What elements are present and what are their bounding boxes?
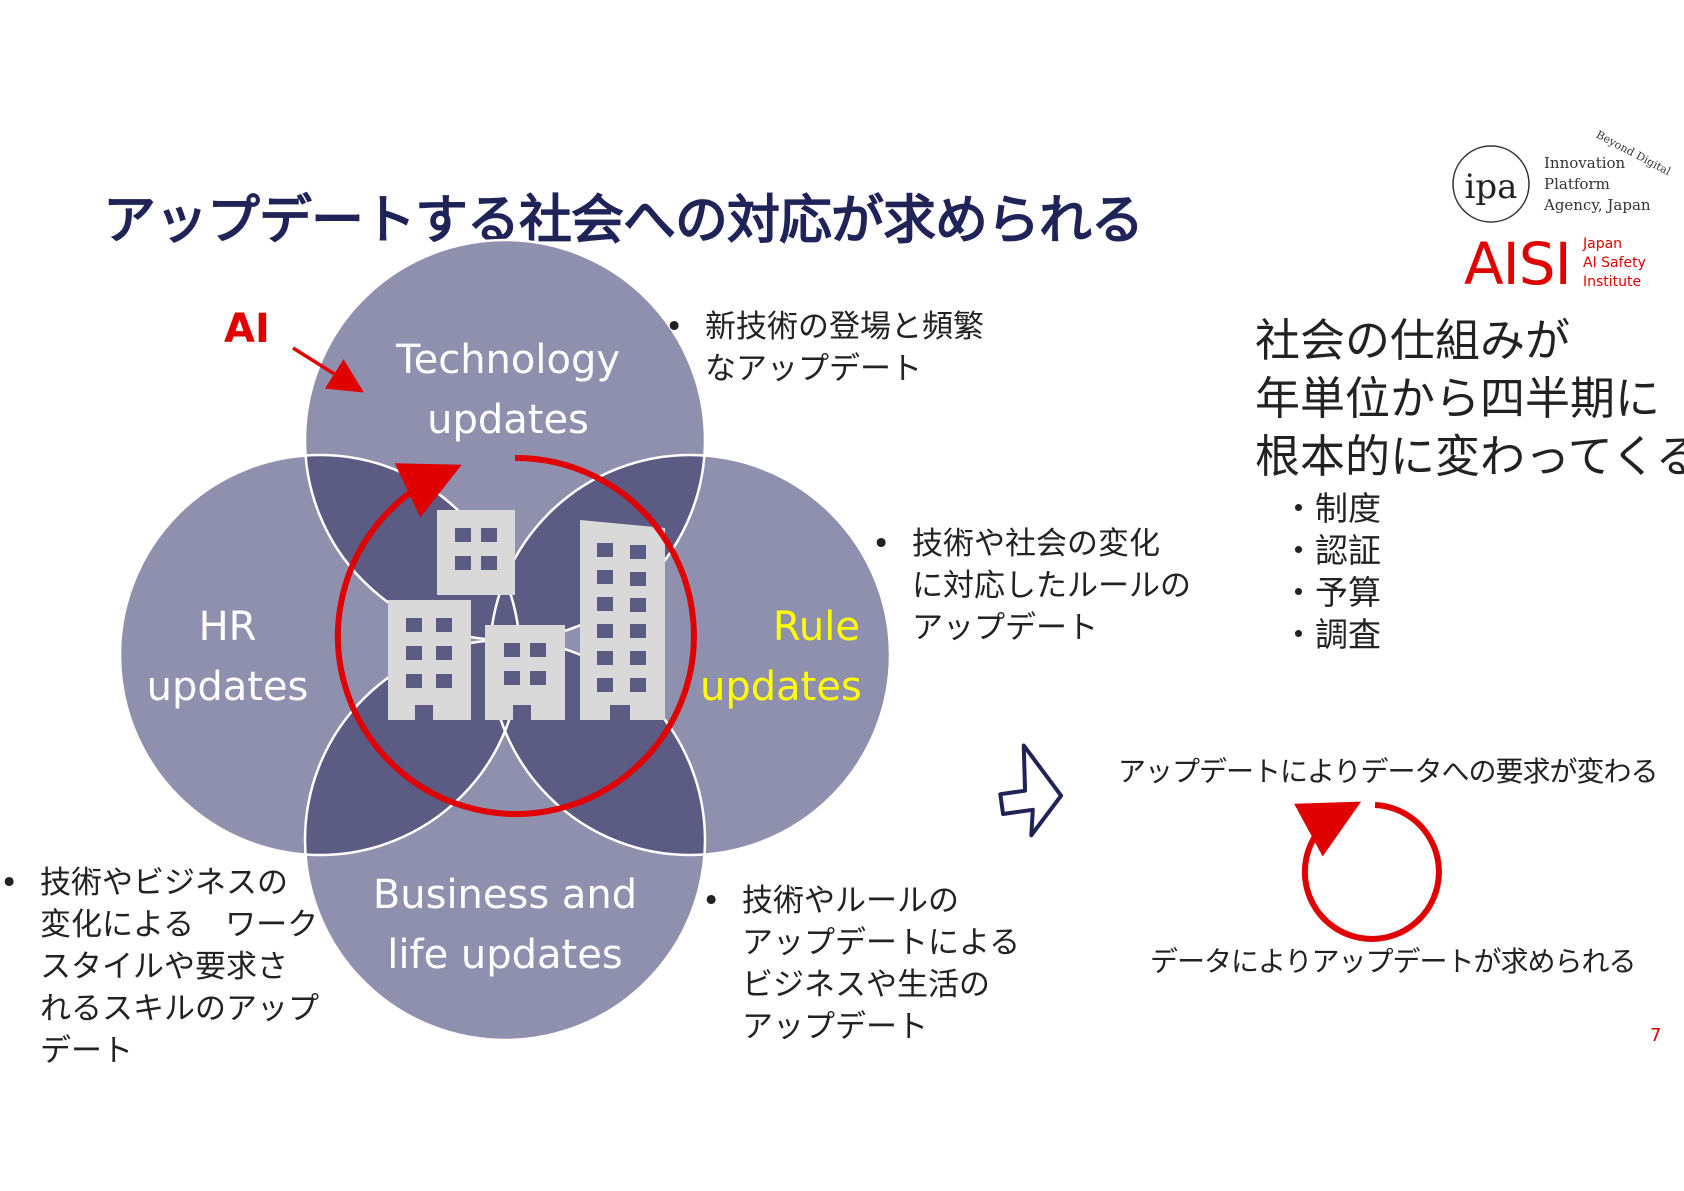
business-bullet: • 技術やルールのアップデートによる ビジネスや生活のアップデート bbox=[702, 883, 1021, 1045]
aisi-logo: AISI bbox=[1464, 230, 1572, 298]
ai-label: AI bbox=[224, 306, 270, 352]
hollow-arrow-icon bbox=[998, 743, 1064, 838]
overlap-tech-hr bbox=[305, 455, 520, 640]
right-heading: 社会の仕組みが 年単位から四半期に 根本的に変わってくる bbox=[1255, 314, 1684, 483]
cycle-bottom-text: データによりアップデートが求められる bbox=[1150, 945, 1636, 978]
list-item: ・認証 bbox=[1282, 531, 1381, 570]
list-item: ・予算 bbox=[1282, 573, 1381, 612]
svg-text:ipa: ipa bbox=[1465, 167, 1518, 207]
center-cycle-arrow bbox=[334, 454, 697, 817]
list-item: ・制度 bbox=[1282, 489, 1381, 528]
technology-bullet: • 新技術の登場と頻繁なアップデート bbox=[665, 309, 984, 387]
page-title: アップデートする社会への対応が求められる bbox=[103, 190, 1144, 251]
buildings-icon bbox=[388, 510, 665, 720]
ai-arrow bbox=[292, 346, 364, 393]
rule-bullet: • 技術や社会の変化に対応したルールのアップデート bbox=[872, 526, 1191, 646]
list-item: ・調査 bbox=[1282, 615, 1381, 654]
right-list: ・制度 ・認証 ・予算 ・調査 bbox=[1282, 488, 1381, 656]
data-cycle-arrow bbox=[1294, 801, 1442, 942]
page-number: 7 bbox=[1650, 1025, 1662, 1046]
cycle-top-text: アップデートによりデータへの要求が変わる bbox=[1118, 755, 1658, 788]
hr-bullet: • 技術やビジネスの変化による ワークスタイルや要求さ れるスキルのアップデート bbox=[0, 865, 319, 1069]
ipa-logo-icon: ipa bbox=[1452, 145, 1530, 223]
